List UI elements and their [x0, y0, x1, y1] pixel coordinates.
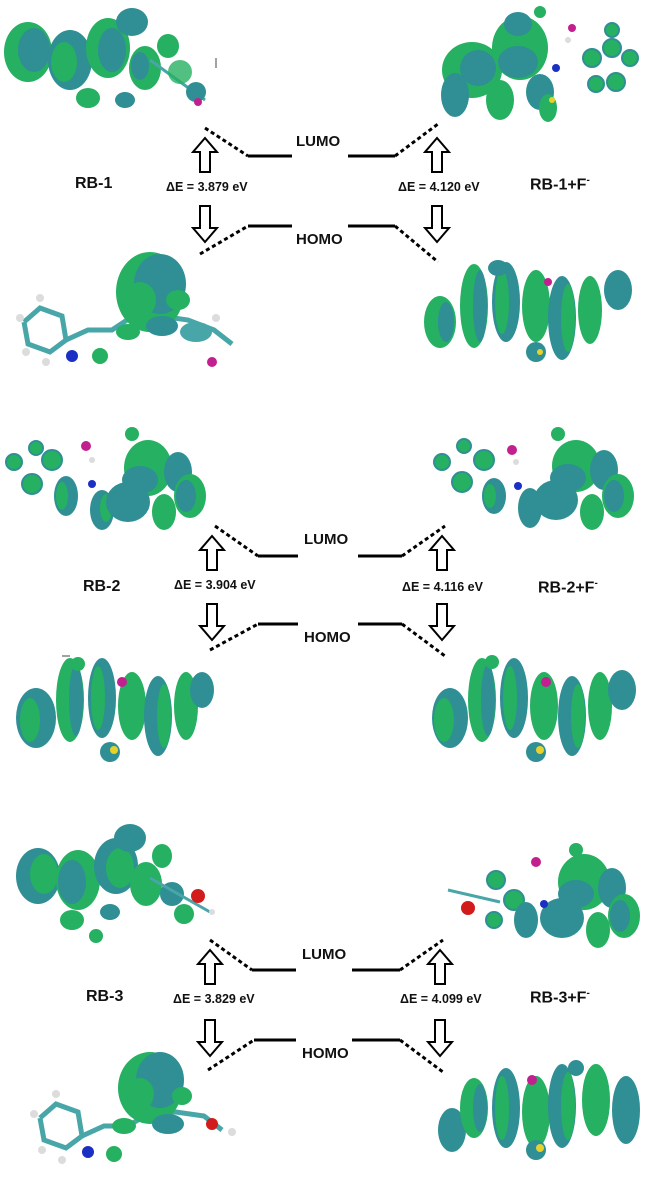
panel-rb-1: LUMO HOMO RB-1 ΔE = 3.879 eV ΔE = 4.120 …: [0, 0, 652, 390]
hollow-up-arrow-icon: [197, 534, 227, 571]
homo-orbital-rb-1-f: [424, 260, 632, 362]
panel-rb-2: LUMO HOMO RB-2 ΔE = 3.904 eV ΔE = 4.116 …: [0, 400, 652, 790]
molecule-name-right: RB-2+F-: [538, 578, 598, 597]
hollow-up-arrow-icon: [190, 136, 220, 173]
hollow-down-arrow-icon: [425, 1019, 455, 1058]
homo-label: HOMO: [304, 629, 351, 646]
energy-gap-right: ΔE = 4.116 eV: [402, 580, 483, 594]
molecule-name-left: RB-3: [86, 988, 124, 1005]
homo-orbital-rb-2-f: [432, 655, 636, 762]
energy-gap-left: ΔE = 3.904 eV: [174, 578, 256, 592]
energy-diagram-rb-1: [199, 122, 439, 264]
lumo-orbital-rb-2: [5, 427, 206, 530]
lumo-orbital-rb-3: [16, 824, 215, 943]
homo-orbital-rb-3-f: [438, 1060, 640, 1160]
lumo-label: LUMO: [302, 946, 347, 963]
hollow-up-arrow-icon: [422, 136, 452, 173]
energy-gap-left: ΔE = 3.879 eV: [166, 180, 248, 194]
homo-orbital-rb-3: [30, 1052, 236, 1164]
energy-gap-right: ΔE = 4.120 eV: [398, 180, 480, 194]
hollow-down-arrow-icon: [197, 603, 227, 642]
homo-label: HOMO: [296, 231, 343, 248]
homo-orbital-rb-1: [16, 252, 234, 367]
energy-gap-left: ΔE = 3.829 eV: [173, 992, 255, 1006]
lumo-label: LUMO: [304, 531, 349, 548]
charge-superscript: -: [594, 578, 598, 589]
molecule-name-left: RB-1: [75, 175, 113, 192]
orbital-diagram-rb-2: [5, 427, 636, 762]
energy-diagram-rb-3: [207, 938, 444, 1074]
hollow-up-arrow-icon: [427, 534, 457, 571]
lumo-orbital-rb-1-f: [441, 6, 639, 122]
charge-superscript: -: [586, 175, 590, 186]
homo-orbital-rb-2: [16, 655, 214, 762]
hollow-up-arrow-icon: [425, 948, 455, 985]
hollow-down-arrow-icon: [427, 603, 457, 642]
homo-label: HOMO: [302, 1045, 349, 1062]
hollow-down-arrow-icon: [190, 205, 220, 244]
charge-superscript: -: [586, 988, 590, 999]
lumo-orbital-rb-2-f: [433, 427, 634, 530]
orbital-diagram-rb-3: [16, 824, 640, 1164]
orbital-diagram-rb-1: [4, 6, 639, 367]
lumo-label: LUMO: [296, 133, 341, 150]
hollow-down-arrow-icon: [422, 205, 452, 244]
energy-gap-right: ΔE = 4.099 eV: [400, 992, 482, 1006]
molecule-name-left: RB-2: [83, 578, 121, 595]
panel-rb-3: LUMO HOMO RB-3 ΔE = 3.829 eV ΔE = 4.099 …: [0, 790, 652, 1180]
hollow-up-arrow-icon: [195, 948, 225, 985]
molecule-name-right: RB-1+F-: [530, 175, 590, 194]
molecule-name-right: RB-3+F-: [530, 988, 590, 1007]
hollow-down-arrow-icon: [195, 1019, 225, 1058]
lumo-orbital-rb-1: [4, 8, 217, 108]
lumo-orbital-rb-3-f: [447, 843, 640, 948]
energy-diagram-rb-2: [209, 524, 446, 658]
